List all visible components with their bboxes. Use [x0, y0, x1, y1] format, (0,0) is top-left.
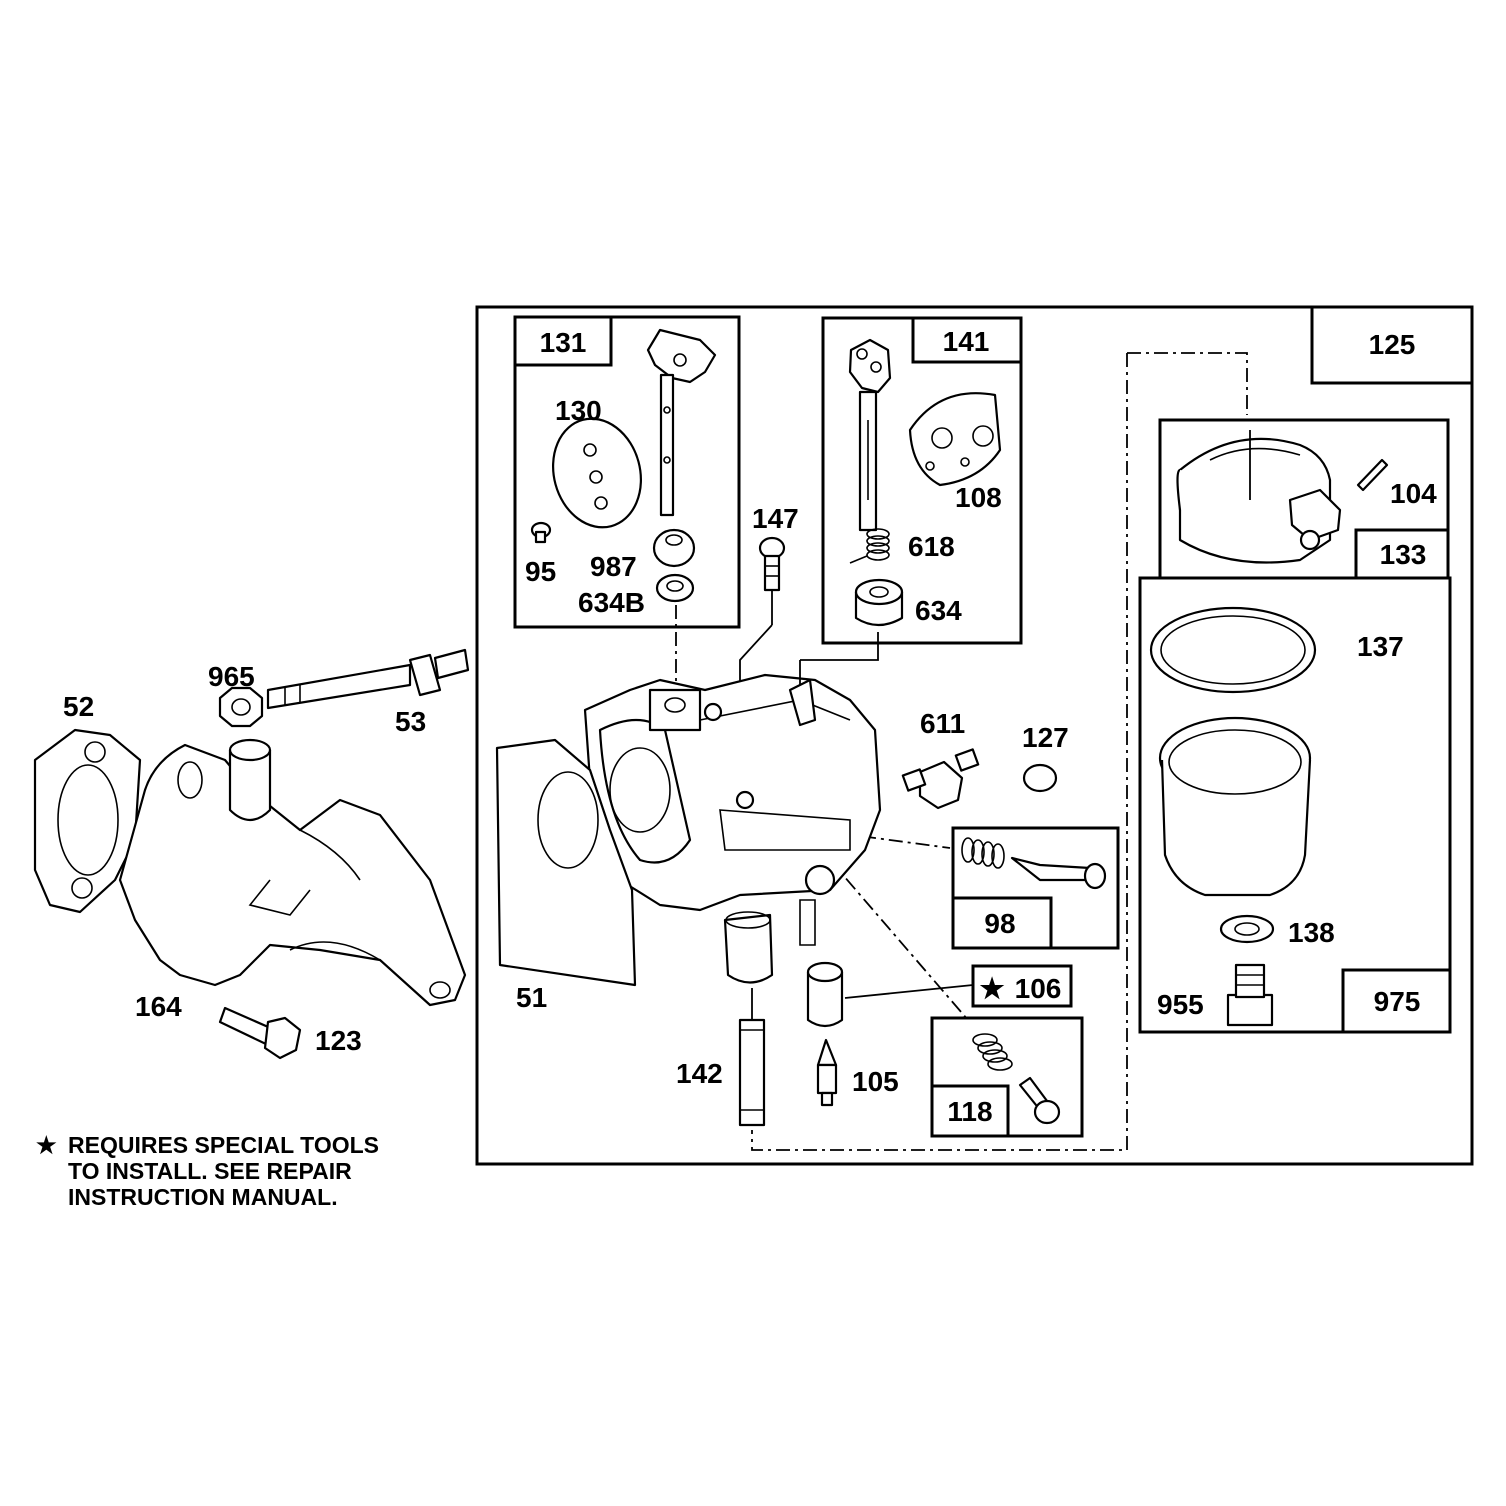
- gasket-137: [1149, 606, 1317, 694]
- kit-box-118: 118: [930, 1016, 1084, 1138]
- footnote-star-icon: ★: [36, 1132, 57, 1158]
- kit-box-141: 141: [821, 316, 1023, 645]
- label-147: 147: [752, 503, 799, 534]
- label-965: 965: [208, 661, 255, 692]
- plug-127: [1022, 763, 1058, 793]
- label-105: 105: [852, 1066, 899, 1097]
- kit-box-975: 975: [1138, 576, 1452, 1034]
- label-95: 95: [525, 556, 556, 587]
- kit-box-125: 125: [1310, 305, 1474, 385]
- label-51: 51: [516, 982, 547, 1013]
- bowl: [1158, 716, 1312, 897]
- main-frame: [475, 305, 1474, 1166]
- screw-95: [530, 521, 552, 544]
- part-labels: 130 95 987 634B 147 108 618 634 104 137 …: [63, 395, 1437, 1097]
- carburetor-body: [583, 632, 882, 984]
- label-125: 125: [1369, 329, 1416, 360]
- label-955: 955: [1157, 989, 1204, 1020]
- label-98: 98: [984, 908, 1015, 939]
- label-106: 106: [1015, 973, 1062, 1004]
- label-987: 987: [590, 551, 637, 582]
- label-118: 118: [947, 1096, 992, 1127]
- fitting-611: [901, 748, 980, 810]
- sleeve-106: [806, 961, 974, 1028]
- label-618: 618: [908, 531, 955, 562]
- emulsion-tube-142: [738, 988, 766, 1127]
- footnote-line-3: INSTRUCTION MANUAL.: [68, 1184, 338, 1210]
- gasket-51: [495, 738, 637, 987]
- washer-634b: [655, 573, 695, 603]
- footnote-line-1: REQUIRES SPECIAL TOOLS: [68, 1132, 379, 1158]
- kit-box-131: 131: [513, 315, 741, 629]
- label-634: 634: [915, 595, 962, 626]
- throttle-shaft: [646, 328, 717, 517]
- footnote-line-2: TO INSTALL. SEE REPAIR: [68, 1158, 352, 1184]
- mixture-screw-118: [972, 1033, 1061, 1125]
- kit-box-98: 98: [951, 826, 1120, 950]
- stud-53: [266, 648, 470, 710]
- label-131: 131: [540, 327, 587, 358]
- label-164: 164: [135, 991, 182, 1022]
- pin-104: [1356, 458, 1389, 492]
- label-133: 133: [1380, 539, 1427, 570]
- throttle-plate-130: [551, 417, 643, 529]
- label-634b: 634B: [578, 587, 645, 618]
- label-127: 127: [1022, 722, 1069, 753]
- kit-box-106: ★ 106: [971, 964, 1073, 1008]
- label-975: 975: [1374, 986, 1421, 1017]
- label-52: 52: [63, 691, 94, 722]
- seal-987: [652, 528, 696, 568]
- bushing-634: [854, 578, 904, 627]
- star-icon: ★: [979, 973, 1004, 1004]
- float-133: [1176, 430, 1342, 564]
- nut-965: [218, 686, 264, 728]
- spring-618: [849, 528, 890, 564]
- label-138: 138: [1288, 917, 1335, 948]
- bowl-nut-955: [1226, 963, 1274, 1027]
- label-130: 130: [555, 395, 602, 426]
- needle-105: [816, 1038, 838, 1107]
- screw-123: [218, 1006, 302, 1060]
- footnote: ★ REQUIRES SPECIAL TOOLS TO INSTALL. SEE…: [36, 1132, 379, 1210]
- label-104: 104: [1390, 478, 1437, 509]
- label-142: 142: [676, 1058, 723, 1089]
- label-141: 141: [943, 326, 990, 357]
- idle-screw-98: [961, 837, 1107, 890]
- label-53: 53: [395, 706, 426, 737]
- choke-plate-108: [908, 392, 1002, 487]
- label-123: 123: [315, 1025, 362, 1056]
- label-611: 611: [920, 708, 965, 739]
- label-108: 108: [955, 482, 1002, 513]
- choke-shaft: [848, 338, 892, 532]
- label-137: 137: [1357, 631, 1404, 662]
- intake-manifold-164: [118, 738, 467, 1007]
- washer-138: [1219, 914, 1275, 944]
